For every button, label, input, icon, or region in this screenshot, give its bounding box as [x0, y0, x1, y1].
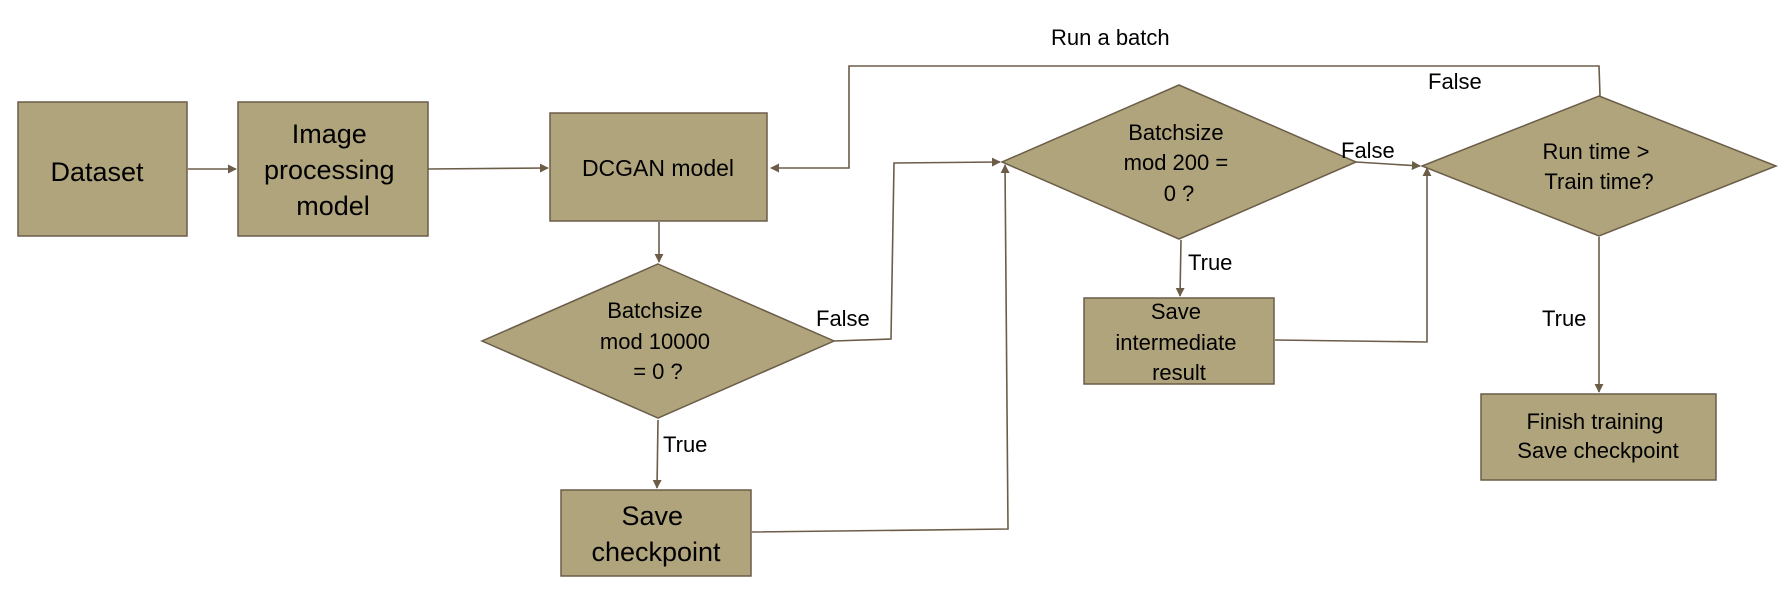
save-intermediate-result-node: Save intermediate result: [1083, 297, 1275, 385]
runtime-true-label: True: [1542, 306, 1586, 331]
mod200-false-label: False: [1341, 138, 1395, 163]
decision-runtime-label: Run time > Train time?: [1542, 139, 1655, 194]
mod10000-true-label: True: [663, 432, 707, 457]
finish-training-node: Finish training Save checkpoint: [1480, 393, 1717, 481]
edge-mod10000-false-to-mod200: [833, 157, 1001, 342]
save-checkpoint-label: Save checkpoint: [591, 501, 721, 567]
decision-mod200-label: Batchsize mod 200 = 0 ?: [1124, 120, 1235, 206]
runtime-false-label: False: [1428, 69, 1482, 94]
edge-mod200-false-to-runtime: [1355, 161, 1421, 170]
dataset-node: Dataset: [17, 101, 188, 237]
decision-batchsize-mod200: Batchsize mod 200 = 0 ?: [1000, 84, 1358, 240]
save-checkpoint-node: Save checkpoint: [560, 489, 752, 577]
edge-image-processing-to-dcgan: [427, 163, 549, 173]
edge-mod10000-true-to-save-checkpoint: [652, 419, 662, 489]
image-processing-label: Image processing model: [264, 119, 402, 221]
finish-training-label: Finish training Save checkpoint: [1517, 409, 1678, 463]
dcgan-model-node: DCGAN model: [549, 112, 768, 222]
decision-batchsize-mod10000: Batchsize mod 10000 = 0 ?: [480, 263, 836, 419]
dcgan-model-label: DCGAN model: [582, 155, 734, 181]
image-processing-node: Image processing model: [237, 101, 429, 237]
mod10000-false-label: False: [816, 306, 870, 331]
edge-save-intermediate-to-runtime: [1274, 167, 1432, 343]
mod200-true-label: True: [1188, 250, 1232, 275]
run-a-batch-label: Run a batch: [1051, 25, 1170, 50]
decision-runtime-vs-traintime: Run time > Train time?: [1419, 95, 1779, 237]
save-intermediate-label: Save intermediate result: [1115, 299, 1242, 385]
decision-mod10000-label: Batchsize mod 10000 = 0 ?: [600, 298, 716, 384]
dataset-label: Dataset: [50, 157, 144, 187]
edge-save-checkpoint-to-mod200: [751, 164, 1010, 533]
edge-mod200-true-to-save-intermediate: [1175, 239, 1185, 297]
edge-runtime-false-loop-to-dcgan: [770, 65, 1601, 173]
